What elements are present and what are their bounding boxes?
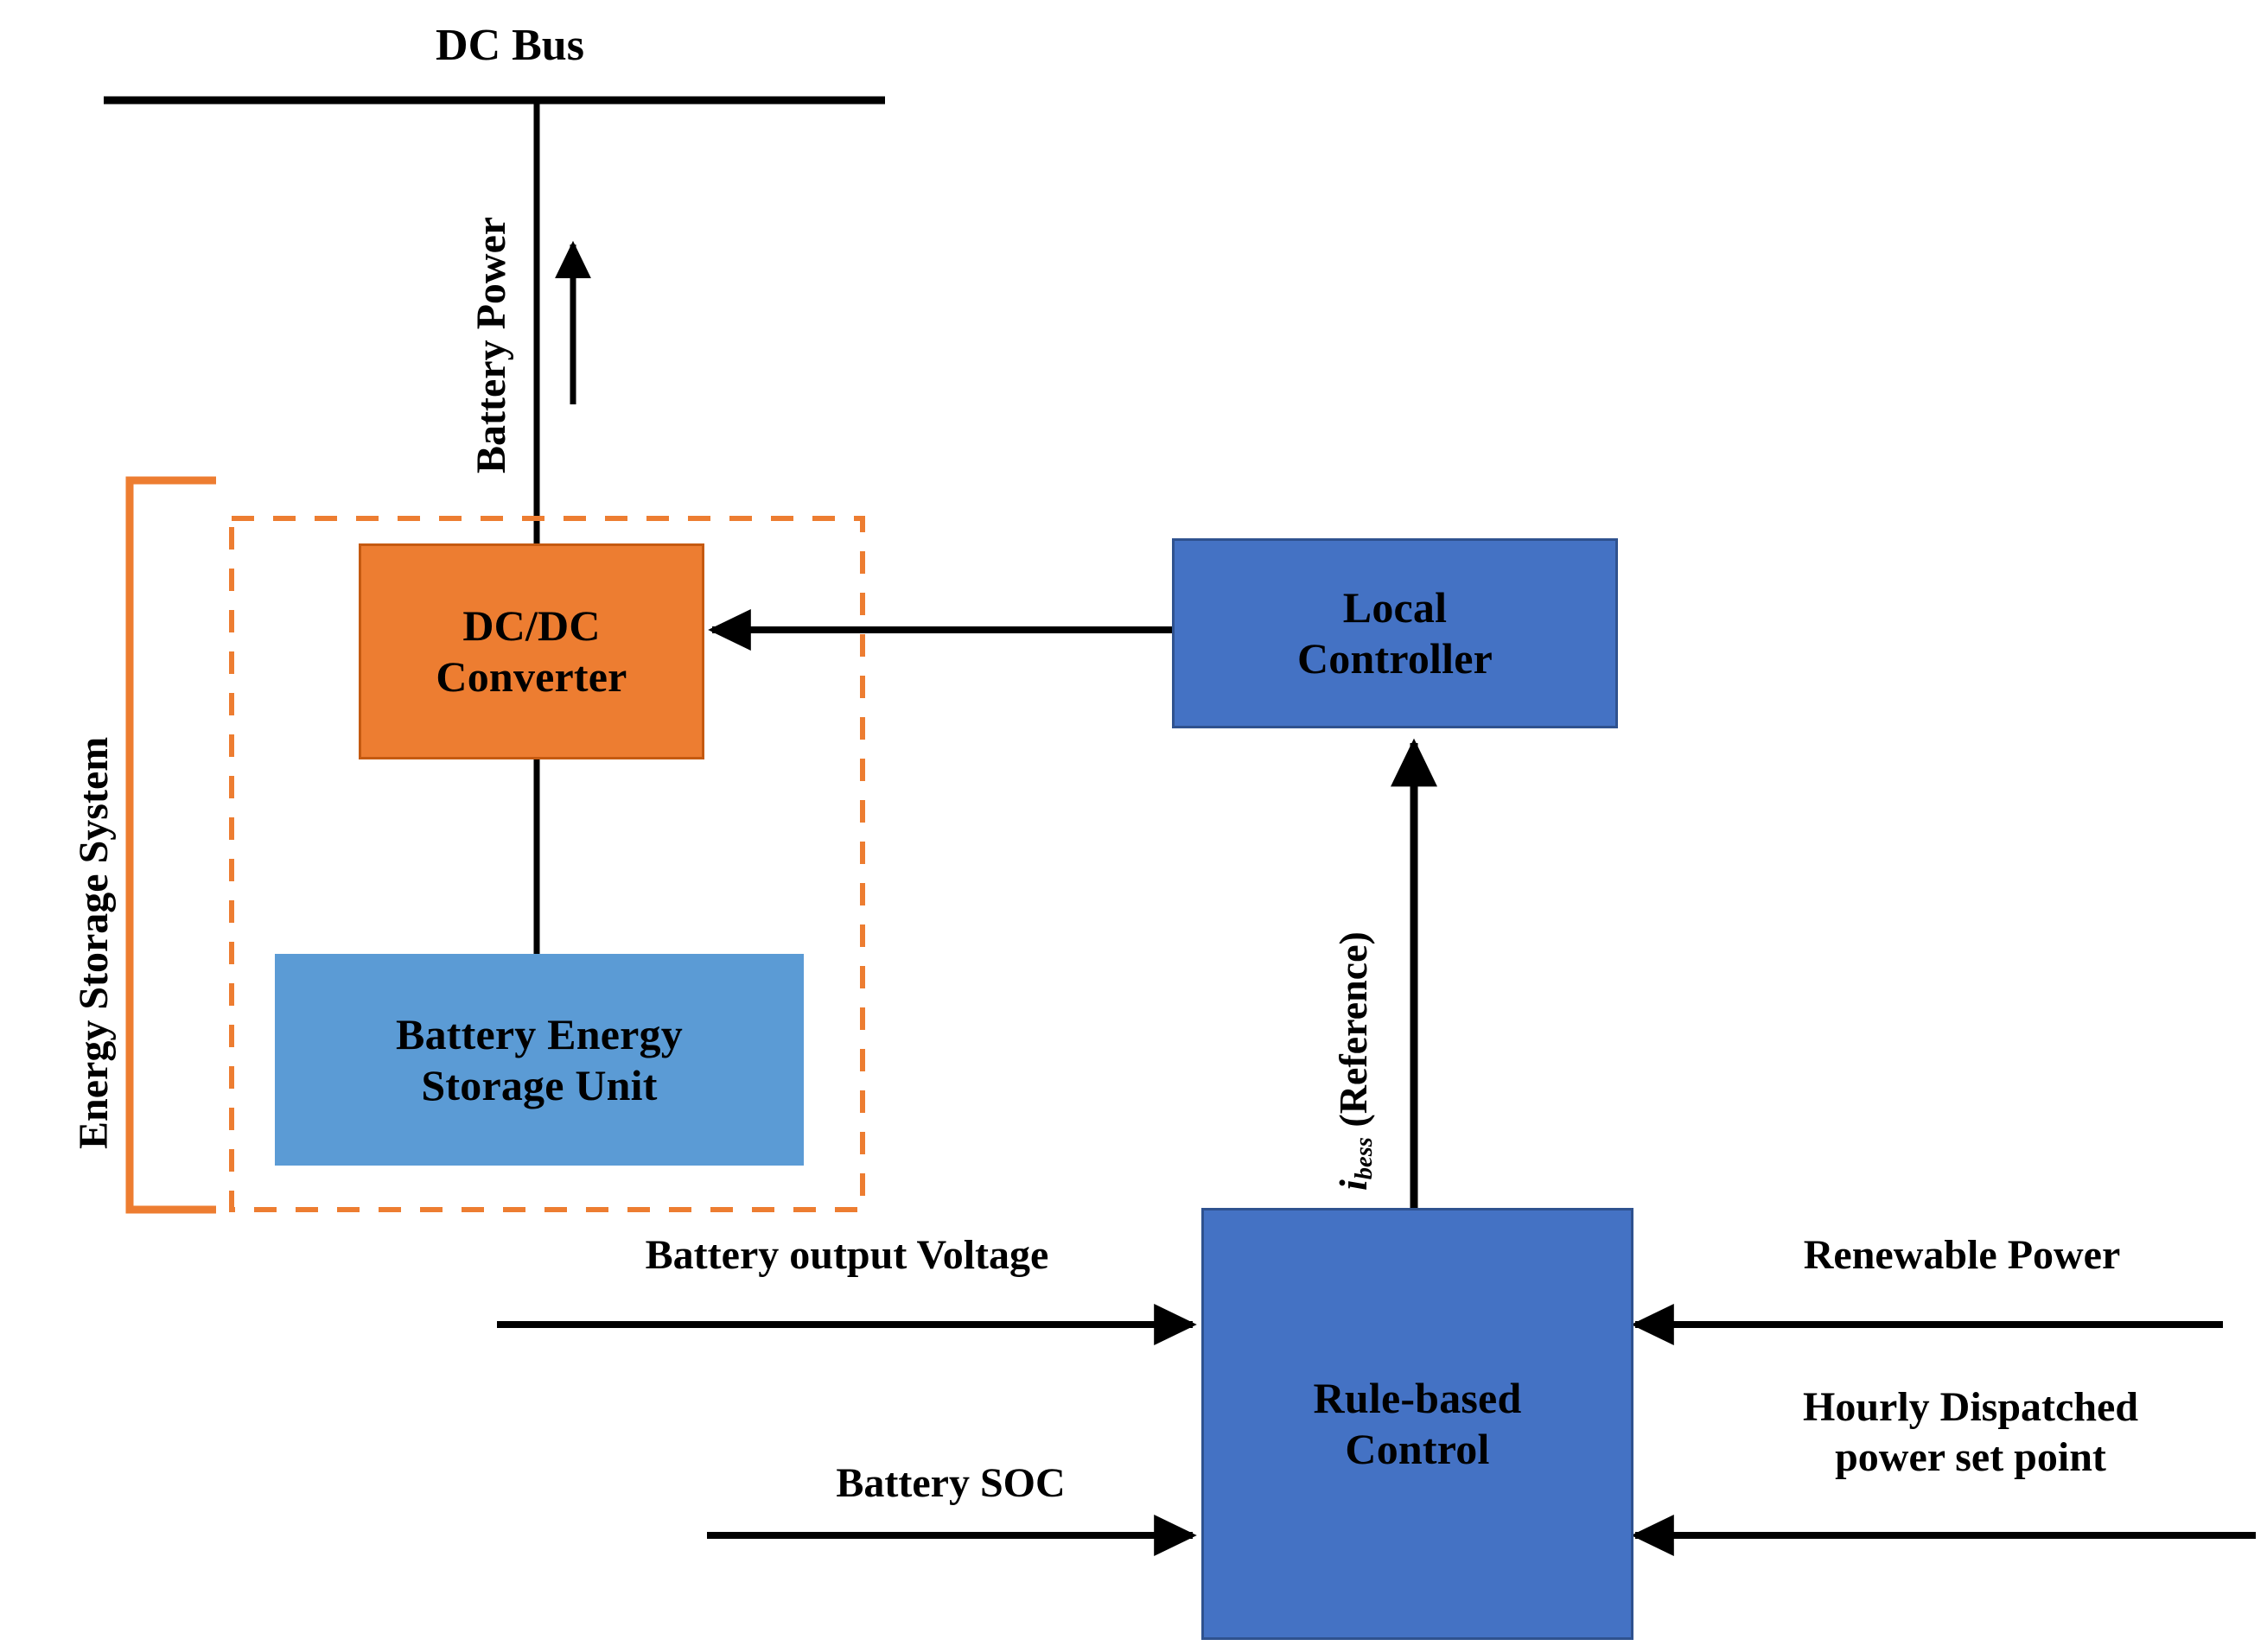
battery-energy-storage-unit-node[interactable]: Battery Energy Storage Unit [275,954,804,1166]
dcdc-converter-node[interactable]: DC/DC Converter [359,543,704,759]
rule-based-control-node[interactable]: Rule-based Control [1201,1208,1633,1640]
energy-storage-bracket [125,476,216,1214]
reference-suffix: (Reference) [1331,931,1375,1138]
dc-bus-label: DC Bus [436,21,584,70]
ibess-reference-label: ibess (Reference) [1329,931,1379,1191]
battery-soc-label: Battery SOC [836,1460,1066,1506]
ibess-symbol: i [1331,1179,1375,1191]
energy-storage-system-label: Energy Storage System [71,736,117,1149]
renewable-power-label: Renewable Power [1803,1232,2121,1278]
ibess-subscript: bess [1351,1137,1379,1180]
battery-power-label: Battery Power [468,216,514,473]
energy-storage-dashed-boundary [229,516,865,1212]
battery-output-voltage-label: Battery output Voltage [645,1232,1049,1278]
hourly-dispatched-setpoint-label: Hourly Dispatched power set point [1802,1384,2139,1480]
local-controller-node[interactable]: Local Controller [1172,538,1618,728]
